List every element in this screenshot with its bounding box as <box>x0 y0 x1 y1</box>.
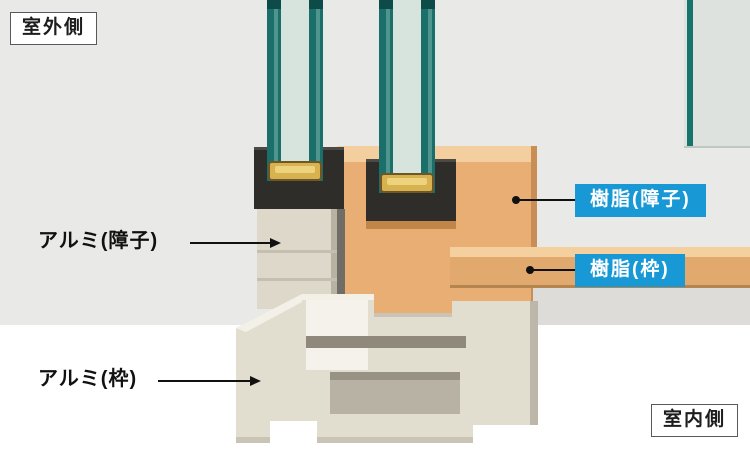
leader-line-aluminum-sash <box>190 238 281 248</box>
aluminum-sash-label: アルミ(障子) <box>38 230 159 252</box>
leader-line-resin-frame <box>526 266 575 274</box>
aluminum-sash-profile <box>257 209 345 309</box>
resin-frame-callout: 樹脂(枠) <box>575 254 685 287</box>
glass-unit-inner <box>366 0 456 229</box>
spacer-bar-outer <box>268 161 322 181</box>
leader-line-resin-sash <box>512 196 575 204</box>
outdoor-side-label: 室外側 <box>10 12 98 45</box>
indoor-side-label: 室内側 <box>651 404 739 437</box>
leader-line-aluminum-frame <box>158 376 261 386</box>
spacer-bar-inner <box>380 173 434 193</box>
right-glass-panel <box>684 0 750 148</box>
glass-unit-outer <box>254 0 344 209</box>
aluminum-sill <box>236 294 538 443</box>
aluminum-frame-label: アルミ(枠) <box>38 368 138 390</box>
resin-sash-callout: 樹脂(障子) <box>575 184 706 217</box>
